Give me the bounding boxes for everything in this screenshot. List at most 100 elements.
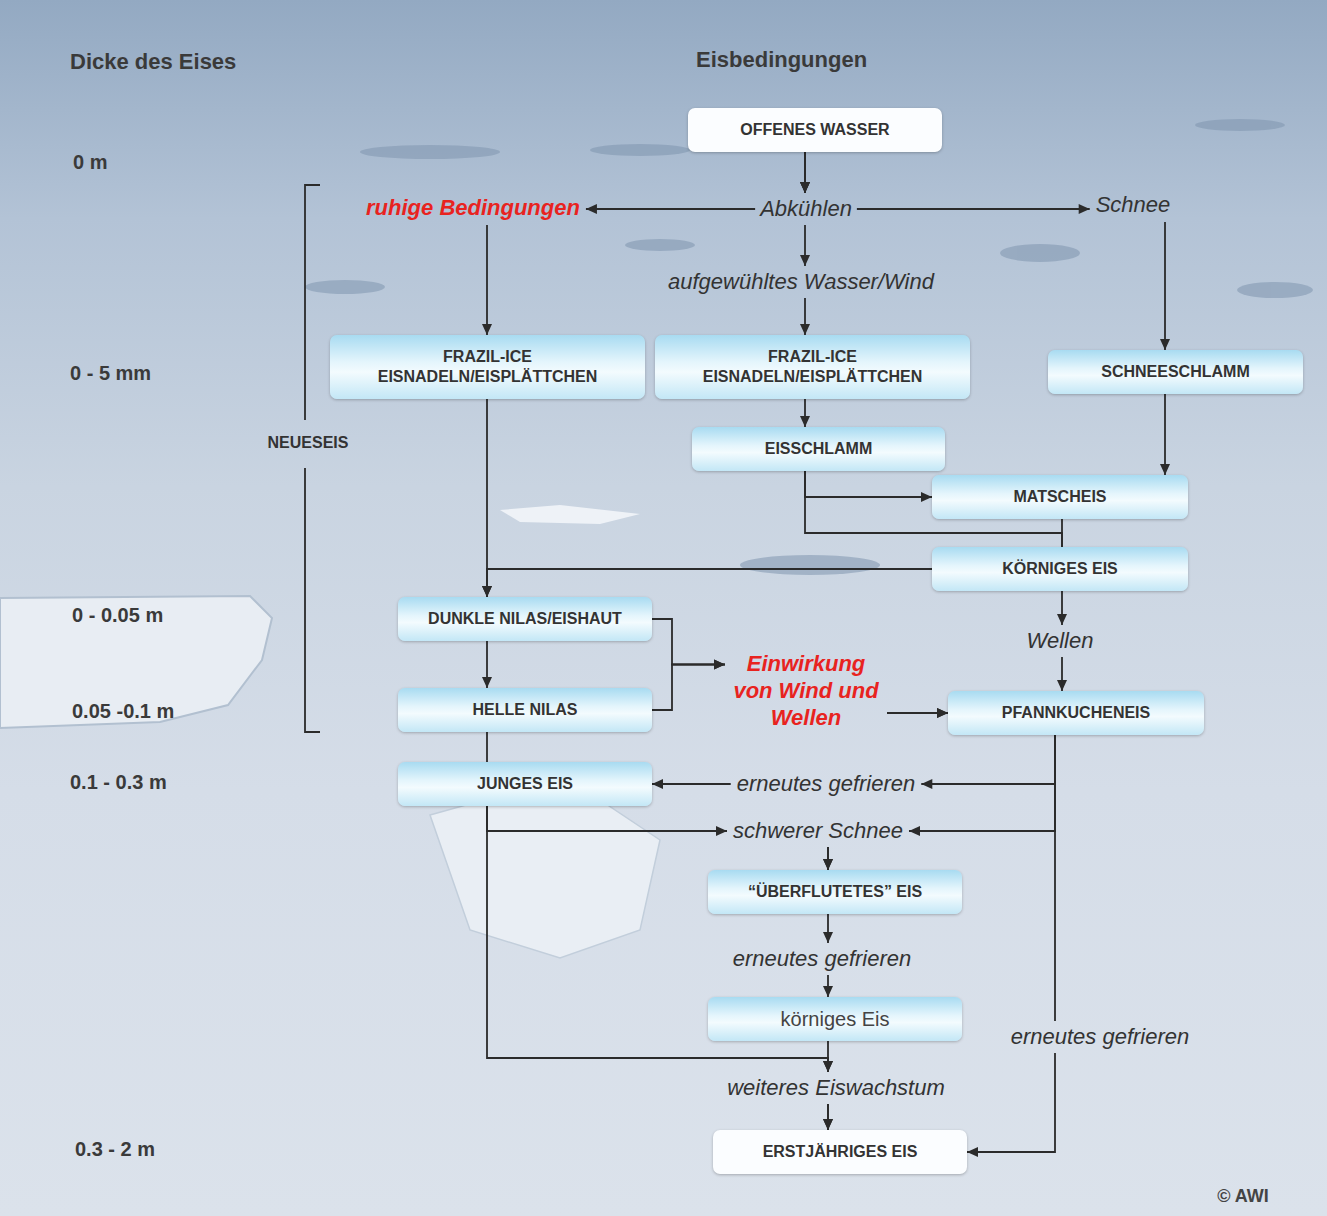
arrow-head [800,324,810,335]
arrow-head [921,779,932,789]
box-text: “ÜBERFLUTETES” EIS [714,882,956,902]
box-text: körniges Eis [714,1007,956,1031]
connector [482,152,810,335]
connector-line [487,152,805,335]
lead [625,239,695,251]
arrow-head [1057,614,1067,625]
process-box: FRAZIL-ICE EISNADELN/EISPLÄTTCHEN [330,335,645,399]
copyright: © AWI [1217,1186,1269,1207]
arrow-head [482,586,492,597]
arrow-head [800,416,810,427]
connector-line [487,569,932,597]
connector [487,732,488,762]
thickness-label: 0 - 5 mm [70,362,151,385]
process-label: Abkühlen [760,196,852,222]
connector-line [1061,519,1063,547]
process-box: ERSTJÄHRIGES EIS [713,1130,967,1174]
connector-line [486,732,488,762]
connector-line [805,471,932,497]
connector [482,641,492,688]
process-box: MATSCHEIS [932,475,1188,519]
box-text: FRAZIL-ICE EISNADELN/EISPLÄTTCHEN [336,347,639,387]
arrow-head [1160,339,1170,350]
arrow-head [1079,204,1090,214]
box-text: MATSCHEIS [938,487,1182,507]
arrow-head [937,708,948,718]
connector [482,569,932,597]
ice-floe [500,505,640,524]
arrow-head [716,826,727,836]
edge-label: erneutes gefrieren [1011,1024,1190,1050]
process-box: PFANNKUCHENEIS [948,691,1204,735]
connector [1160,394,1170,475]
lead [305,280,385,294]
arrow-head [823,859,833,870]
edge-label: weiteres Eiswachstum [727,1075,945,1101]
arrow-head [714,660,725,670]
arrow-head [921,492,932,502]
process-box: “ÜBERFLUTETES” EIS [708,870,962,914]
arrow-head [1057,680,1067,691]
arrow-head [823,1119,833,1130]
edge-label: erneutes gefrieren [733,946,912,972]
arrow-head [937,708,948,718]
bracket [305,185,320,732]
lead [590,144,690,156]
process-box: DUNKLE NILAS/EISHAUT [398,597,652,641]
process-box: FRAZIL-ICE EISNADELN/EISPLÄTTCHEN [655,335,970,399]
connector [1062,519,1063,547]
arrow-head [800,255,810,266]
thickness-label: 0.05 -0.1 m [72,700,174,723]
box-text: JUNGES EIS [404,774,646,794]
connector-line [967,735,1055,1152]
arrow-head [1160,464,1170,475]
arrow-head [823,1119,833,1130]
arrow-head [586,204,597,214]
box-text: KÖRNIGES EIS [938,559,1182,579]
pressure-ridge [430,790,660,958]
bracket-label: NEUESEIS [268,434,349,452]
edge-label: ruhige Bedingungen [366,195,580,221]
arrow-head [482,677,492,688]
box-text: FRAZIL-ICE EISNADELN/EISPLÄTTCHEN [661,347,964,387]
edge-label: Wellen [1027,628,1094,654]
edge-label: Einwirkung von Wind und Wellen [731,650,881,731]
arrow-head [482,324,492,335]
thickness-label: 0.3 - 2 m [75,1138,155,1161]
thickness-label: 0 m [73,151,107,174]
lead [1195,119,1285,131]
lead [740,555,880,575]
open-leads [305,119,1313,575]
arrow-head [909,826,920,836]
edge-label: Schnee [1096,192,1171,218]
edge-label: schwerer Schnee [733,818,903,844]
lead [360,145,500,159]
connector-line [828,735,1055,870]
arrow-head [823,986,833,997]
arrow-head [714,660,725,670]
edge-label: erneutes gefrieren [737,771,916,797]
arrow-head [967,1147,978,1157]
connector [823,735,1055,870]
box-text: SCHNEESCHLAMM [1054,362,1297,382]
process-box: EISSCHLAMM [692,427,945,471]
connector-line [1164,394,1166,475]
arrow-head [823,859,833,870]
box-text: ERSTJÄHRIGES EIS [719,1142,961,1162]
process-box: JUNGES EIS [398,762,652,806]
box-text: PFANNKUCHENEIS [954,703,1198,723]
box-text: DUNKLE NILAS/EISHAUT [404,609,646,629]
thickness-label: 0.1 - 0.3 m [70,771,167,794]
connector [967,735,1055,1157]
arrow-head [482,586,492,597]
connector [800,152,1170,350]
lead [1237,282,1313,298]
process-box: SCHNEESCHLAMM [1048,350,1303,394]
arrow-head [800,182,810,193]
ice-floe [0,596,272,728]
thickness-label: 0 - 0.05 m [72,604,163,627]
process-box: körniges Eis [708,997,962,1041]
lead [1000,244,1080,262]
connector-line [805,152,1165,350]
